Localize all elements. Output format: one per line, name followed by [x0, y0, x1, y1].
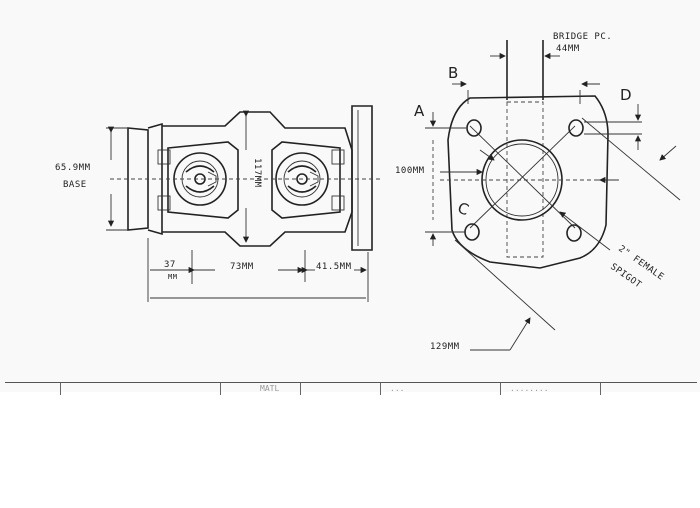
height-dimension-label: 117MM — [252, 158, 262, 188]
bolt-hole-tr — [568, 119, 584, 137]
right-rotor — [275, 152, 329, 206]
bolt-hole-tl — [466, 119, 482, 137]
base-word-label: BASE — [63, 180, 87, 190]
title-block: MATL ... ........ — [5, 382, 697, 395]
dim-100-label: 100MM — [395, 166, 425, 176]
dim-41-label: 41.5MM — [316, 262, 352, 272]
bridge-pc-label: BRIDGE PC. — [553, 32, 613, 42]
dim-37-unit-label: MM — [168, 273, 178, 281]
bridge-44-label: 44MM — [556, 44, 580, 54]
side-view — [106, 105, 380, 302]
titleblock-faint-1: ... — [390, 384, 405, 393]
flange-view — [425, 40, 681, 351]
titleblock-faint-2: ........ — [510, 384, 549, 393]
letter-d-label: D — [620, 86, 633, 104]
bolt-hole-br — [566, 224, 582, 242]
letter-b-label: B — [448, 64, 459, 82]
right-flange — [351, 105, 373, 251]
base-dimension-label: 65.9MM — [55, 163, 91, 173]
drawing-sheet: 65.9MM BASE 117MM 37 MM 73MM 41.5MM BRID… — [5, 32, 697, 395]
letter-a-label: A — [414, 102, 425, 120]
left-flange — [127, 127, 149, 231]
matl-label: MATL — [260, 384, 280, 393]
dim-37-label: 37 — [164, 260, 176, 270]
flange-outline — [447, 95, 609, 269]
technical-drawing — [106, 40, 681, 351]
dim-73-label: 73MM — [230, 262, 254, 272]
dim-129-label: 129MM — [430, 342, 460, 352]
